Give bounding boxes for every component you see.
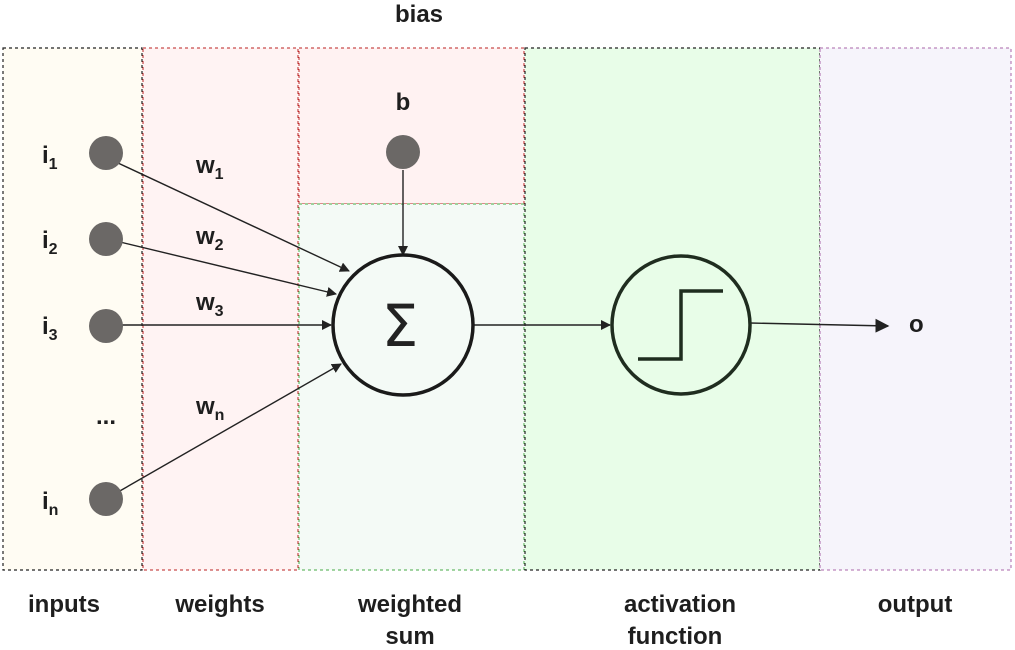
input-node-1 [89,136,123,170]
bias-title: bias [395,1,443,28]
edge-i2-sum [119,241,337,297]
summation-node [331,253,475,397]
section-caption-inputs: inputs [28,591,100,618]
section-caption-sum: sum [385,623,434,650]
weight-label-3: w3 [195,289,224,320]
edge-i1-sum [117,162,350,272]
weights-section [142,47,299,571]
input-node-n [89,482,123,516]
section-caption-weighted: weighted [357,591,462,618]
output-value-label: o [909,311,924,338]
ellipsis-label: ... [96,403,116,430]
edge-in-sum [117,363,342,493]
input-node-3 [89,309,123,343]
inputs-section [2,47,143,571]
section-caption-activation: activation [624,591,736,618]
input-label-3: i3 [42,313,58,344]
input-label-n: in [42,488,58,519]
input-node-2 [89,222,123,256]
sigma-symbol: Σ [382,292,419,360]
section-caption-output: output [878,591,953,618]
section-caption-function: function [628,623,723,650]
bias-label: b [396,89,411,116]
activation-section [524,47,821,571]
weighted-sum-section [298,203,525,571]
output-section [819,47,1012,571]
input-label-2: i2 [42,227,58,258]
edge-activation-output [749,318,890,333]
weight-label-1: w1 [195,152,224,183]
bias-section [298,47,525,205]
bias-node [386,135,420,169]
weight-label-2: w2 [195,223,224,254]
section-caption-weights: weights [174,591,264,618]
step-function-icon [638,289,723,361]
weight-label-n: wn [195,393,224,424]
activation-node [610,254,752,396]
input-label-1: i1 [42,142,58,173]
